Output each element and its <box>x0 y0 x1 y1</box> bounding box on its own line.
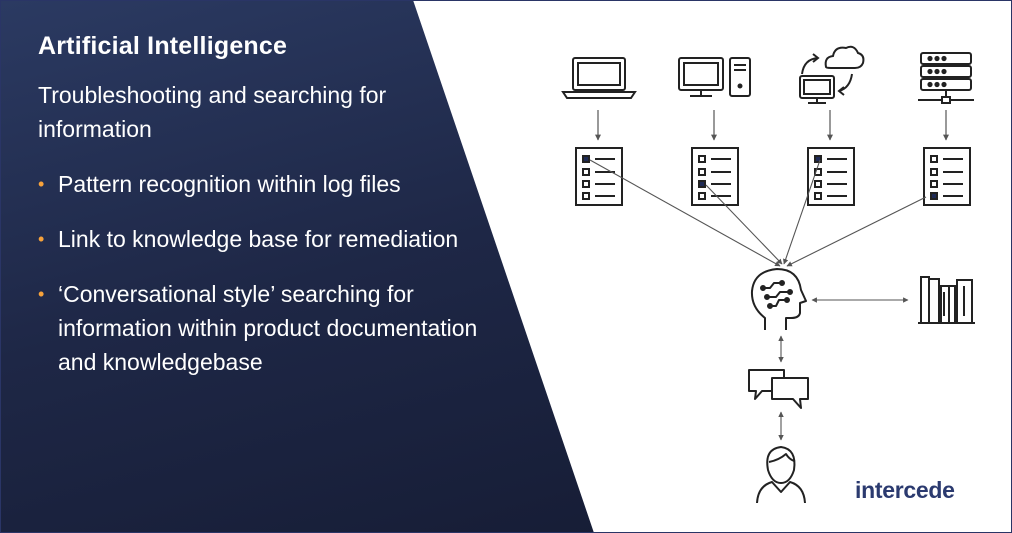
bullet-dot-icon: • <box>38 229 45 249</box>
desktop-computer-icon <box>678 57 751 97</box>
ai-brain-head-icon <box>750 268 807 330</box>
bullet-list: • Pattern recognition within log files • L… <box>38 167 478 379</box>
cloud-sync-computer-icon <box>799 45 865 104</box>
log-file-icon <box>691 147 739 206</box>
slide-subtitle: Troubleshooting and searching for inform… <box>38 82 387 142</box>
text-block: Artificial Intelligence Troubleshooting … <box>38 28 478 400</box>
intercede-logo: intercede <box>855 477 955 504</box>
logo-text: intercede <box>855 477 955 503</box>
server-network-icon <box>918 52 974 104</box>
bookshelf-icon <box>918 276 975 324</box>
bullet-item: • Link to knowledge base for remediation <box>38 222 478 256</box>
laptop-icon <box>561 57 637 99</box>
log-file-icon <box>575 147 623 206</box>
user-person-icon <box>756 446 806 504</box>
bullet-item: • Pattern recognition within log files <box>38 167 478 201</box>
bullet-text: Pattern recognition within log files <box>58 171 401 197</box>
bullet-item: • ‘Conversational style’ searching for in… <box>38 277 478 379</box>
source-to-log-arrows <box>595 110 949 141</box>
log-to-ai-arrows <box>589 159 927 267</box>
slide-title: Artificial Intelligence <box>38 32 288 60</box>
bullet-dot-icon: • <box>38 174 45 194</box>
chat-bubbles-icon <box>748 369 809 409</box>
bullet-text: ‘Conversational style’ searching for inf… <box>58 281 478 375</box>
log-file-icon <box>807 147 855 206</box>
log-file-icon <box>923 147 971 206</box>
bullet-text: Link to knowledge base for remediation <box>58 226 459 252</box>
bullet-dot-icon: • <box>38 284 45 304</box>
